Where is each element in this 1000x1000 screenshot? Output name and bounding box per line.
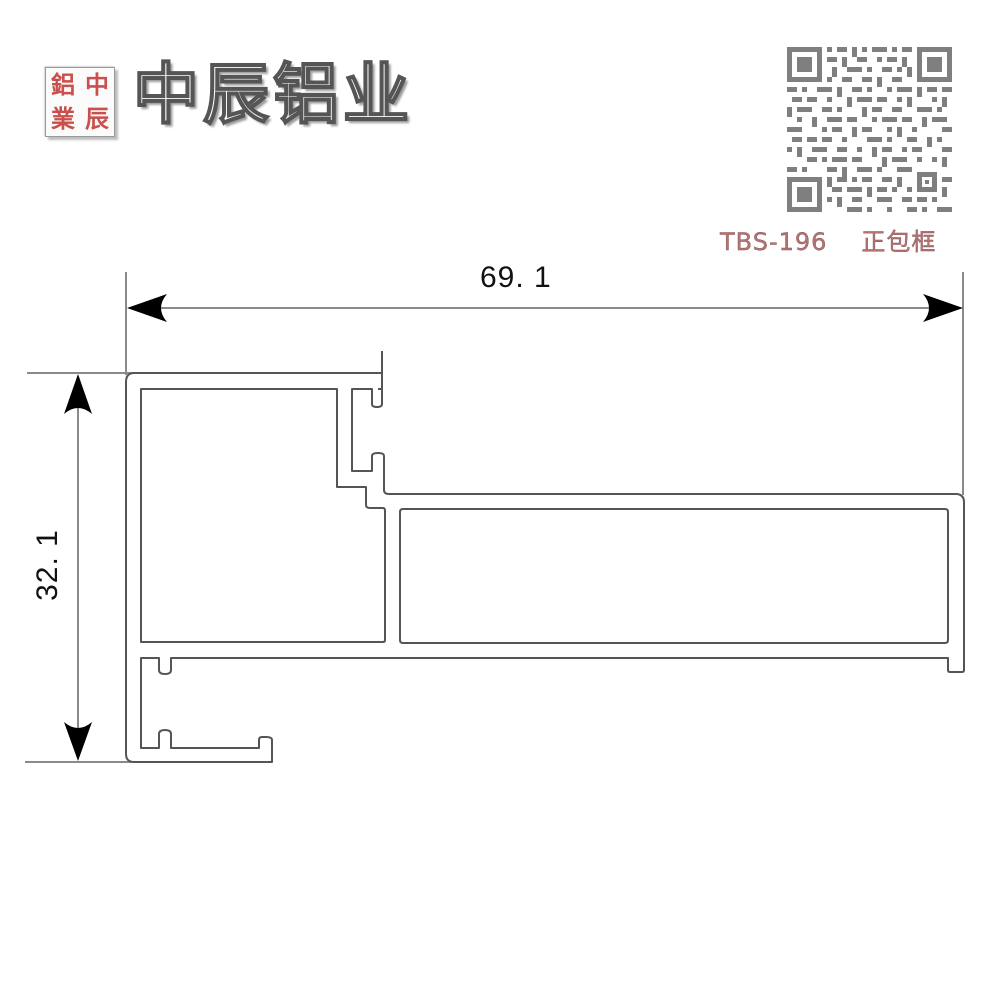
stamp-char-2: 中: [85, 70, 109, 99]
arrow-down-icon: [64, 722, 92, 761]
stamp-char-3: 業: [51, 104, 75, 133]
arrow-right-icon: [923, 294, 963, 322]
dimension-lines: [25, 272, 964, 763]
stamp-char-1: 鋁: [51, 70, 75, 99]
profile-model-label: TBS-196 正包框: [720, 230, 936, 254]
stamp-char-4: 辰: [85, 104, 109, 133]
arrow-up-icon: [64, 374, 92, 414]
dimension-arrows: [64, 294, 963, 761]
width-dimension-label: 69. 1: [480, 261, 552, 294]
arrow-left-icon: [127, 294, 167, 322]
brand-name: 中辰铝业: [132, 56, 413, 133]
height-dimension-label: 32. 1: [31, 529, 64, 601]
profile-model-name: 正包框: [861, 228, 937, 256]
logo-stamp: 鋁 中 業 辰: [45, 67, 115, 137]
profile-model-code: TBS-196: [720, 228, 828, 256]
aluminum-profile: [125, 351, 965, 763]
